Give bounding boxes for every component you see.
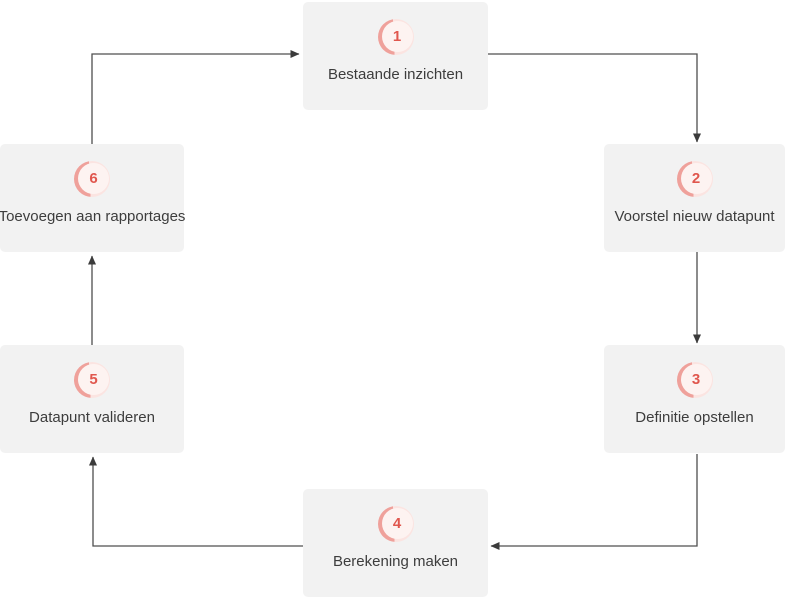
step-number: 2 — [691, 170, 701, 187]
step-box-berekening-maken: 4 Berekening maken — [303, 489, 488, 597]
step-number: 3 — [691, 371, 701, 388]
arrow-step4-to-step5 — [89, 456, 303, 547]
step-label: Berekening maken — [332, 553, 459, 570]
step-4-number-badge: 4 — [377, 506, 414, 542]
step-number: 4 — [392, 515, 402, 532]
step-number: 6 — [89, 170, 98, 187]
step-box-voorstel-nieuw-datapunt: 2 Voorstel nieuw datapunt — [604, 144, 785, 252]
step-5-number-badge: 5 — [74, 362, 110, 398]
step-2-number-badge: 2 — [676, 161, 713, 197]
step-label: Toevoegen aan rapportages — [0, 208, 186, 225]
arrow-step1-to-step2 — [488, 53, 701, 143]
step-box-bestaande-inzichten: 1 Bestaande inzichten — [303, 2, 488, 110]
badge-circle: 3 — [680, 364, 712, 395]
step-1-number-badge: 1 — [377, 19, 414, 55]
step-box-datapunt-valideren: 5 Datapunt valideren — [0, 345, 184, 453]
badge-circle: 4 — [381, 508, 413, 539]
badge-circle: 5 — [78, 364, 109, 395]
step-box-toevoegen-aan-rapportages: 6 Toevoegen aan rapportages — [0, 144, 186, 252]
arrow-step6-to-step1 — [91, 50, 300, 144]
badge-circle: 1 — [381, 21, 413, 52]
step-label: Voorstel nieuw datapunt — [614, 208, 775, 225]
step-number: 5 — [89, 371, 98, 388]
step-number: 1 — [392, 28, 402, 45]
step-box-definitie-opstellen: 3 Definitie opstellen — [604, 345, 785, 453]
badge-circle: 6 — [78, 163, 109, 194]
step-label: Definitie opstellen — [635, 409, 754, 426]
step-label: Bestaande inzichten — [327, 66, 464, 83]
badge-circle: 2 — [680, 163, 712, 194]
step-label: Datapunt valideren — [29, 409, 155, 426]
step-3-number-badge: 3 — [676, 362, 713, 398]
step-6-number-badge: 6 — [74, 161, 110, 197]
arrow-step3-to-step4 — [490, 454, 698, 550]
